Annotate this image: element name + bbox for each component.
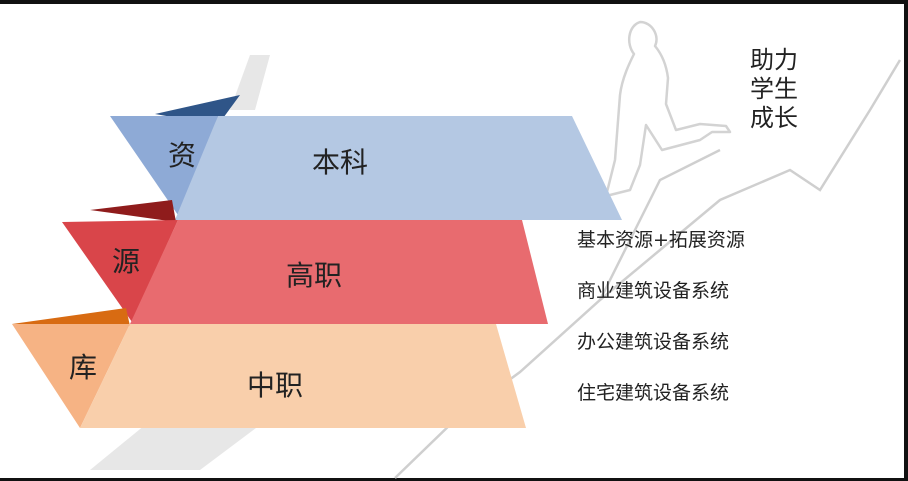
tier-vocational-college-fold: [90, 200, 176, 222]
right-border: [904, 0, 908, 481]
tier-vocational-college-side: [62, 220, 178, 322]
tier-secondary-vocational-band: [80, 324, 526, 428]
bottom-border: [0, 478, 908, 481]
system-list-item: 办公建筑设备系统: [577, 331, 730, 353]
system-list-item: 住宅建筑设备系统: [577, 382, 730, 404]
side-char-resource-1: 资: [168, 139, 197, 172]
tier-secondary-vocational-fold: [12, 308, 130, 326]
system-list: 基本资源+拓展资源 商业建筑设备系统 办公建筑设备系统 住宅建筑设备系统: [577, 228, 745, 432]
system-list-item: 基本资源+拓展资源: [577, 229, 745, 251]
climbing-person-icon: [604, 20, 732, 198]
tier-undergraduate-band: [175, 116, 622, 220]
tier-label-secondary-vocational: 中职: [247, 369, 304, 402]
side-char-resource-2: 源: [112, 245, 141, 278]
tier-secondary-vocational-side: [12, 324, 130, 428]
tier-secondary-vocational: [12, 308, 526, 428]
side-char-resource-3: 库: [69, 351, 98, 384]
system-list-item: 商业建筑设备系统: [577, 280, 730, 302]
tier-vocational-college: [62, 200, 548, 324]
top-border: [0, 0, 908, 4]
tier-vocational-college-band: [130, 220, 548, 324]
tier-undergraduate-side: [110, 116, 218, 218]
tier-label-vocational-college: 高职: [286, 259, 343, 292]
tier-label-undergraduate: 本科: [312, 146, 369, 179]
tagline: 助力 学生 成长: [750, 46, 798, 132]
tier-undergraduate: [110, 95, 622, 220]
